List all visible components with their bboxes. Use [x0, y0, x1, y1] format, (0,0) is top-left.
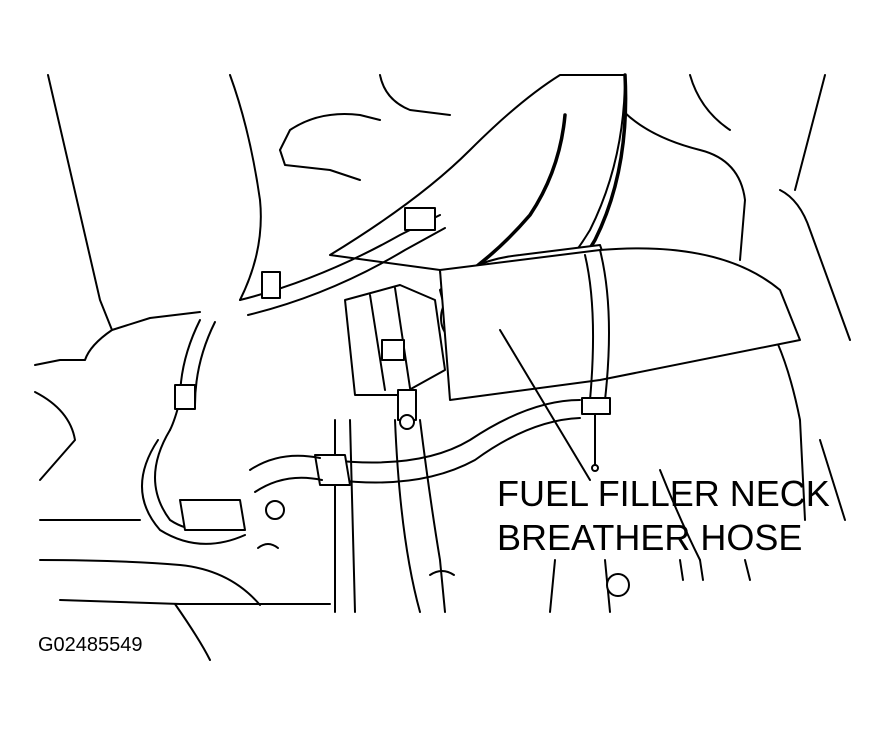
vehicle-body-outline: [34, 74, 851, 661]
panel-holes: [257, 500, 630, 597]
callout-label-line-1: FUEL FILLER NECK: [497, 473, 830, 514]
hose-clamp-assembly: [344, 284, 446, 430]
small-breather-hose: [141, 399, 581, 545]
upper-vent-pipe: [169, 207, 446, 431]
callout-leader-line: [499, 329, 591, 481]
figure-code: G02485549: [38, 634, 143, 656]
fuel-inlet-pipe: [439, 247, 801, 472]
callout-label-line-2: BREATHER HOSE: [497, 517, 803, 558]
